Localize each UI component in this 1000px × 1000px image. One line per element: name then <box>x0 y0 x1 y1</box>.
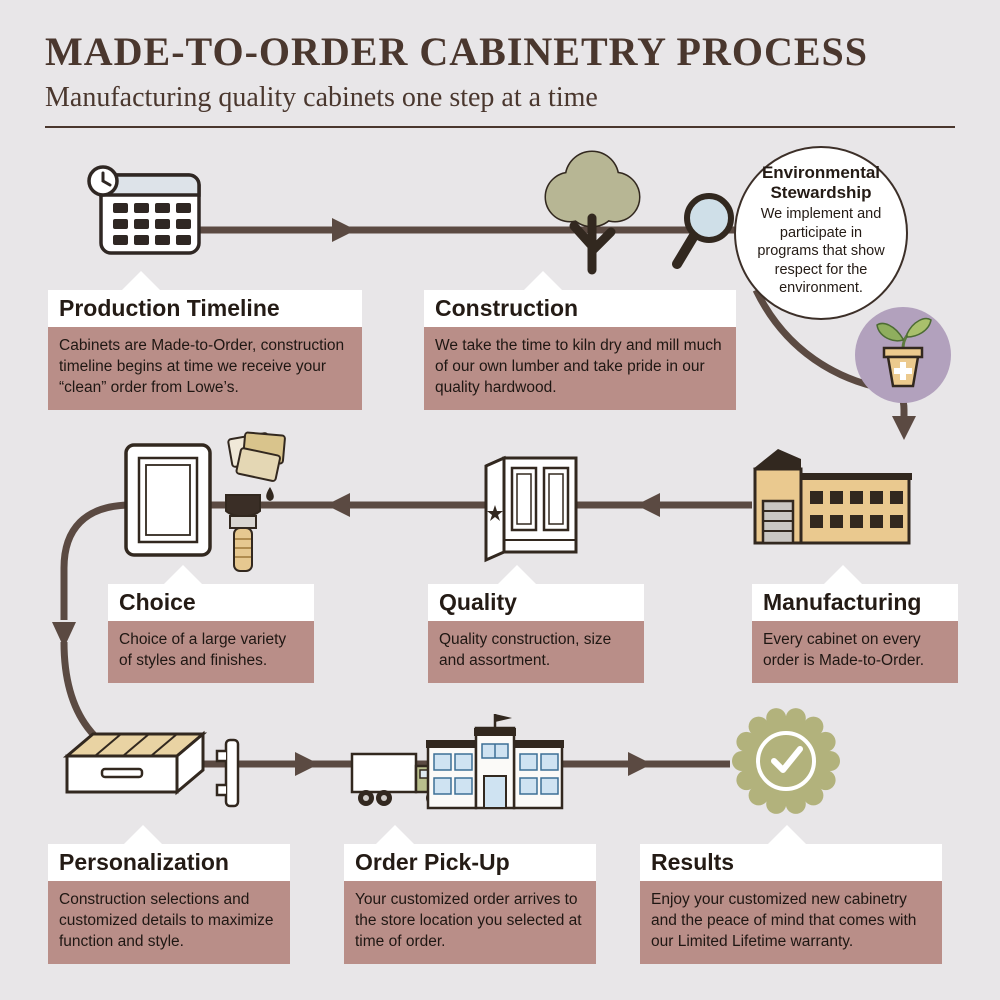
pointer <box>524 271 562 290</box>
pointer <box>122 271 160 290</box>
step-description: Choice of a large variety of styles and … <box>108 621 314 684</box>
step-title: Manufacturing <box>752 584 958 621</box>
step-description: Quality construction, size and assortmen… <box>428 621 644 684</box>
step-description: We take the time to kiln dry and mill mu… <box>424 327 736 411</box>
step-construction: Construction We take the time to kiln dr… <box>424 271 736 411</box>
store-icon <box>424 710 566 815</box>
page-title: MADE-TO-ORDER CABINETRY PROCESS <box>45 29 869 74</box>
step-title: Production Timeline <box>48 290 362 327</box>
pointer <box>768 825 806 844</box>
divider-rule <box>45 126 955 128</box>
step-order-pickup: Order Pick-Up Your customized order arri… <box>344 825 596 965</box>
factory-icon <box>752 445 912 552</box>
step-description: Enjoy your customized new cabinetry and … <box>640 881 942 965</box>
step-results: Results Enjoy your customized new cabine… <box>640 825 942 965</box>
cabinet-door-icon <box>122 441 214 564</box>
pointer <box>164 565 202 584</box>
pointer <box>498 565 536 584</box>
seal-check-icon <box>732 707 840 820</box>
cabinet-icon <box>478 434 580 569</box>
pointer <box>124 825 162 844</box>
step-title: Choice <box>108 584 314 621</box>
step-manufacturing: Manufacturing Every cabinet on every ord… <box>752 565 958 684</box>
pointer <box>376 825 414 844</box>
step-title: Personalization <box>48 844 290 881</box>
step-choice: Choice Choice of a large variety of styl… <box>108 565 314 684</box>
step-personalization: Personalization Construction selections … <box>48 825 290 965</box>
magnifier-icon <box>665 192 743 277</box>
pointer <box>824 565 862 584</box>
paint-brush-icon <box>216 485 278 578</box>
step-description: Your customized order arrives to the sto… <box>344 881 596 965</box>
step-quality: Quality Quality construction, size and a… <box>428 565 644 684</box>
step-title: Quality <box>428 584 644 621</box>
page-subtitle: Manufacturing quality cabinets one step … <box>45 82 598 113</box>
step-production-timeline: Production Timeline Cabinets are Made-to… <box>48 271 362 411</box>
callout-title: Environmental Stewardship <box>761 163 881 202</box>
step-description: Construction selections and customized d… <box>48 881 290 965</box>
environmental-callout: Environmental Stewardship We implement a… <box>734 146 908 320</box>
step-title: Order Pick-Up <box>344 844 596 881</box>
tree-icon <box>535 150 650 280</box>
calendar-clock-icon <box>85 165 205 262</box>
step-description: Cabinets are Made-to-Order, construction… <box>48 327 362 411</box>
drawer-icon <box>55 726 210 823</box>
step-description: Every cabinet on every order is Made-to-… <box>752 621 958 684</box>
step-title: Construction <box>424 290 736 327</box>
callout-text: We implement and participate in programs… <box>757 206 885 297</box>
plant-pot-icon <box>855 307 951 403</box>
hinge-icon <box>212 737 244 814</box>
step-title: Results <box>640 844 942 881</box>
color-swatches-icon <box>226 428 292 491</box>
